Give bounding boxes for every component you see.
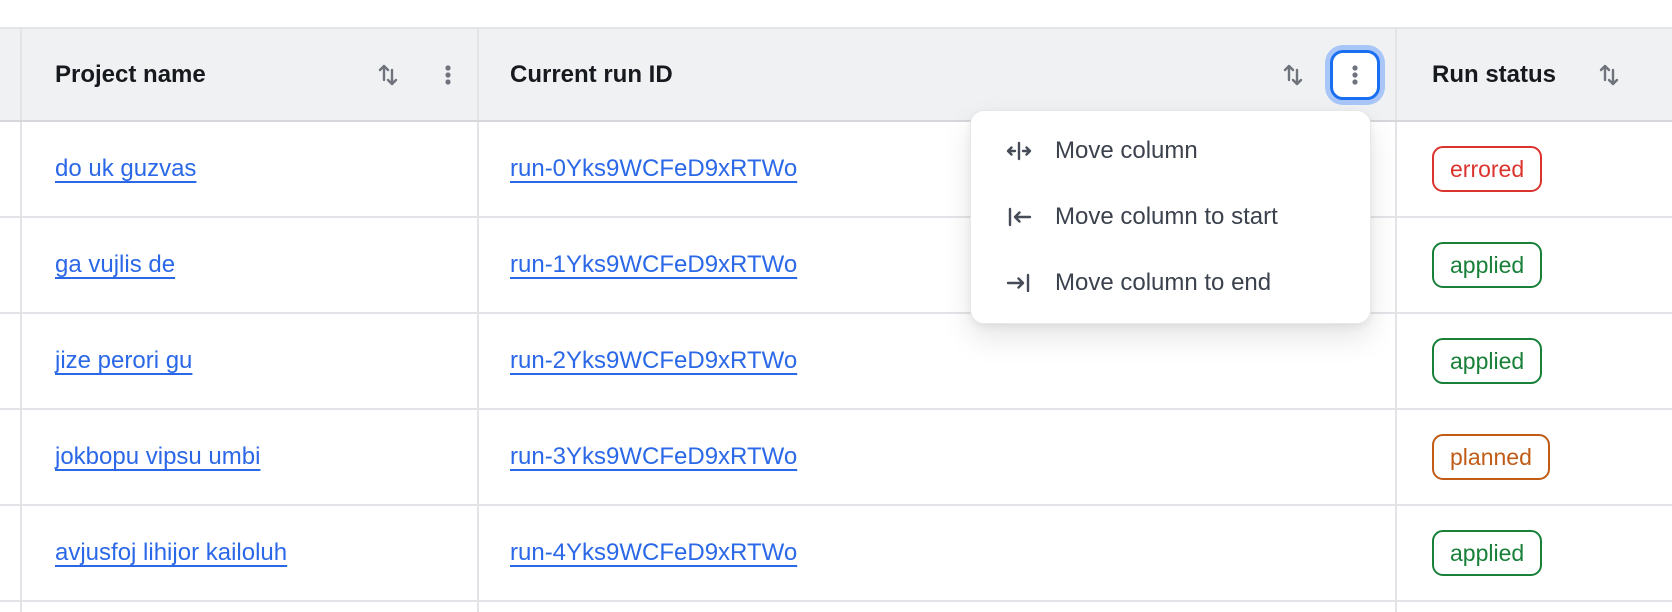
column-header-current-run-id: Current run ID (479, 29, 1397, 120)
table-row-clipped (0, 602, 1672, 612)
run-id-link[interactable]: run-1Yks9WCFeD9xRTWo (510, 251, 798, 278)
column-label-project-name: Project name (55, 60, 206, 88)
clipped-left-column (0, 29, 22, 120)
menu-item-move-column-to-end[interactable]: Move column to end (971, 250, 1370, 316)
kebab-menu-icon (445, 64, 451, 85)
sort-icon (1599, 64, 1619, 85)
project-name-link[interactable]: ga vujlis de (55, 251, 176, 278)
menu-item-move-column-to-start[interactable]: Move column to start (971, 184, 1370, 250)
clipped-left-column (0, 314, 22, 408)
kebab-menu-icon (1352, 64, 1358, 85)
column-menu-button-current-run-id[interactable] (1330, 49, 1380, 100)
run-status-badge: planned (1432, 434, 1550, 480)
column-header-run-status: Run status (1397, 29, 1672, 120)
table-row: jize perori gu run-2Yks9WCFeD9xRTWo appl… (0, 314, 1672, 410)
project-name-link[interactable]: jize perori gu (55, 347, 193, 374)
projects-table: Project name Current run ID (0, 27, 1672, 612)
clipped-left-column (0, 218, 22, 312)
menu-item-label: Move column to end (1055, 269, 1272, 296)
run-id-link[interactable]: run-0Yks9WCFeD9xRTWo (510, 155, 798, 182)
column-label-run-status: Run status (1432, 60, 1557, 88)
clipped-left-column (0, 602, 22, 612)
column-label-current-run-id: Current run ID (510, 60, 673, 88)
sort-button-project-name[interactable] (371, 58, 405, 92)
clipped-left-column (0, 506, 22, 600)
run-id-link[interactable]: run-2Yks9WCFeD9xRTWo (510, 347, 798, 374)
project-name-link[interactable]: avjusfoj lihijor kailoluh (55, 539, 288, 566)
sort-icon (1283, 64, 1303, 85)
table-header-row: Project name Current run ID (0, 27, 1672, 122)
column-header-project-name: Project name (22, 29, 479, 120)
menu-item-label: Move column (1055, 137, 1198, 164)
table-row: jokbopu vipsu umbi run-3Yks9WCFeD9xRTWo … (0, 410, 1672, 506)
run-status-badge: applied (1432, 338, 1543, 384)
sort-button-current-run-id[interactable] (1276, 58, 1310, 92)
move-column-to-start-icon (1008, 207, 1032, 227)
move-column-icon (1006, 141, 1032, 161)
table-row: ga vujlis de run-1Yks9WCFeD9xRTWo applie… (0, 218, 1672, 314)
sort-button-run-status[interactable] (1592, 58, 1626, 92)
table-row: avjusfoj lihijor kailoluh run-4Yks9WCFeD… (0, 506, 1672, 602)
sort-icon (378, 64, 398, 85)
column-options-menu: Move column Move column to start Move co… (970, 110, 1371, 324)
run-status-badge: errored (1432, 146, 1543, 192)
project-name-link[interactable]: do uk guzvas (55, 155, 197, 182)
menu-item-move-column[interactable]: Move column (971, 118, 1370, 184)
run-status-badge: applied (1432, 242, 1543, 288)
column-menu-button-project-name[interactable] (431, 58, 465, 92)
menu-item-label: Move column to start (1055, 203, 1278, 230)
clipped-left-column (0, 122, 22, 216)
run-id-link[interactable]: run-3Yks9WCFeD9xRTWo (510, 443, 798, 470)
run-id-link[interactable]: run-4Yks9WCFeD9xRTWo (510, 539, 798, 566)
clipped-left-column (0, 410, 22, 504)
project-name-link[interactable]: jokbopu vipsu umbi (55, 443, 261, 470)
move-column-to-end-icon (1006, 273, 1030, 293)
table-row: do uk guzvas run-0Yks9WCFeD9xRTWo errore… (0, 122, 1672, 218)
run-status-badge: applied (1432, 530, 1543, 576)
